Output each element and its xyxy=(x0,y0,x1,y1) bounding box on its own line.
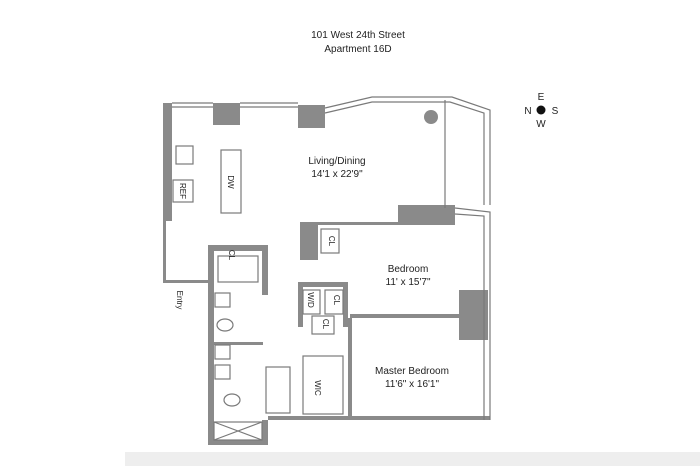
closet-label: CL xyxy=(332,295,341,306)
living-size: 14'1 x 22'9" xyxy=(311,169,363,180)
compass-north: N xyxy=(524,106,531,117)
outlines xyxy=(172,96,491,441)
washer-dryer-label: W/D xyxy=(306,292,315,308)
ref-label: REF xyxy=(178,183,187,199)
entry-label: Entry xyxy=(175,291,184,310)
bedroom-size: 11' x 15'7" xyxy=(386,277,431,288)
compass: E N S W xyxy=(524,92,558,130)
compass-east: E xyxy=(538,92,545,103)
compass-dot-icon xyxy=(536,105,546,115)
walls xyxy=(163,103,490,445)
compass-west: W xyxy=(536,119,546,130)
wic-label: WIC xyxy=(313,380,322,396)
closet-label: CL xyxy=(327,236,336,247)
master-size: 11'6" x 16'1" xyxy=(385,379,440,390)
compass-south: S xyxy=(552,106,559,117)
closet-label: CL xyxy=(227,250,236,261)
living-name: Living/Dining xyxy=(308,156,365,167)
master-name: Master Bedroom xyxy=(375,366,449,377)
plan-unit: Apartment 16D xyxy=(324,44,392,55)
column-icon xyxy=(424,110,438,124)
dw-label: DW xyxy=(226,175,235,189)
bottom-strip xyxy=(125,452,700,466)
closet-label: CL xyxy=(321,319,330,330)
plan-address: 101 West 24th Street xyxy=(311,30,405,41)
bedroom-name: Bedroom xyxy=(388,264,429,275)
